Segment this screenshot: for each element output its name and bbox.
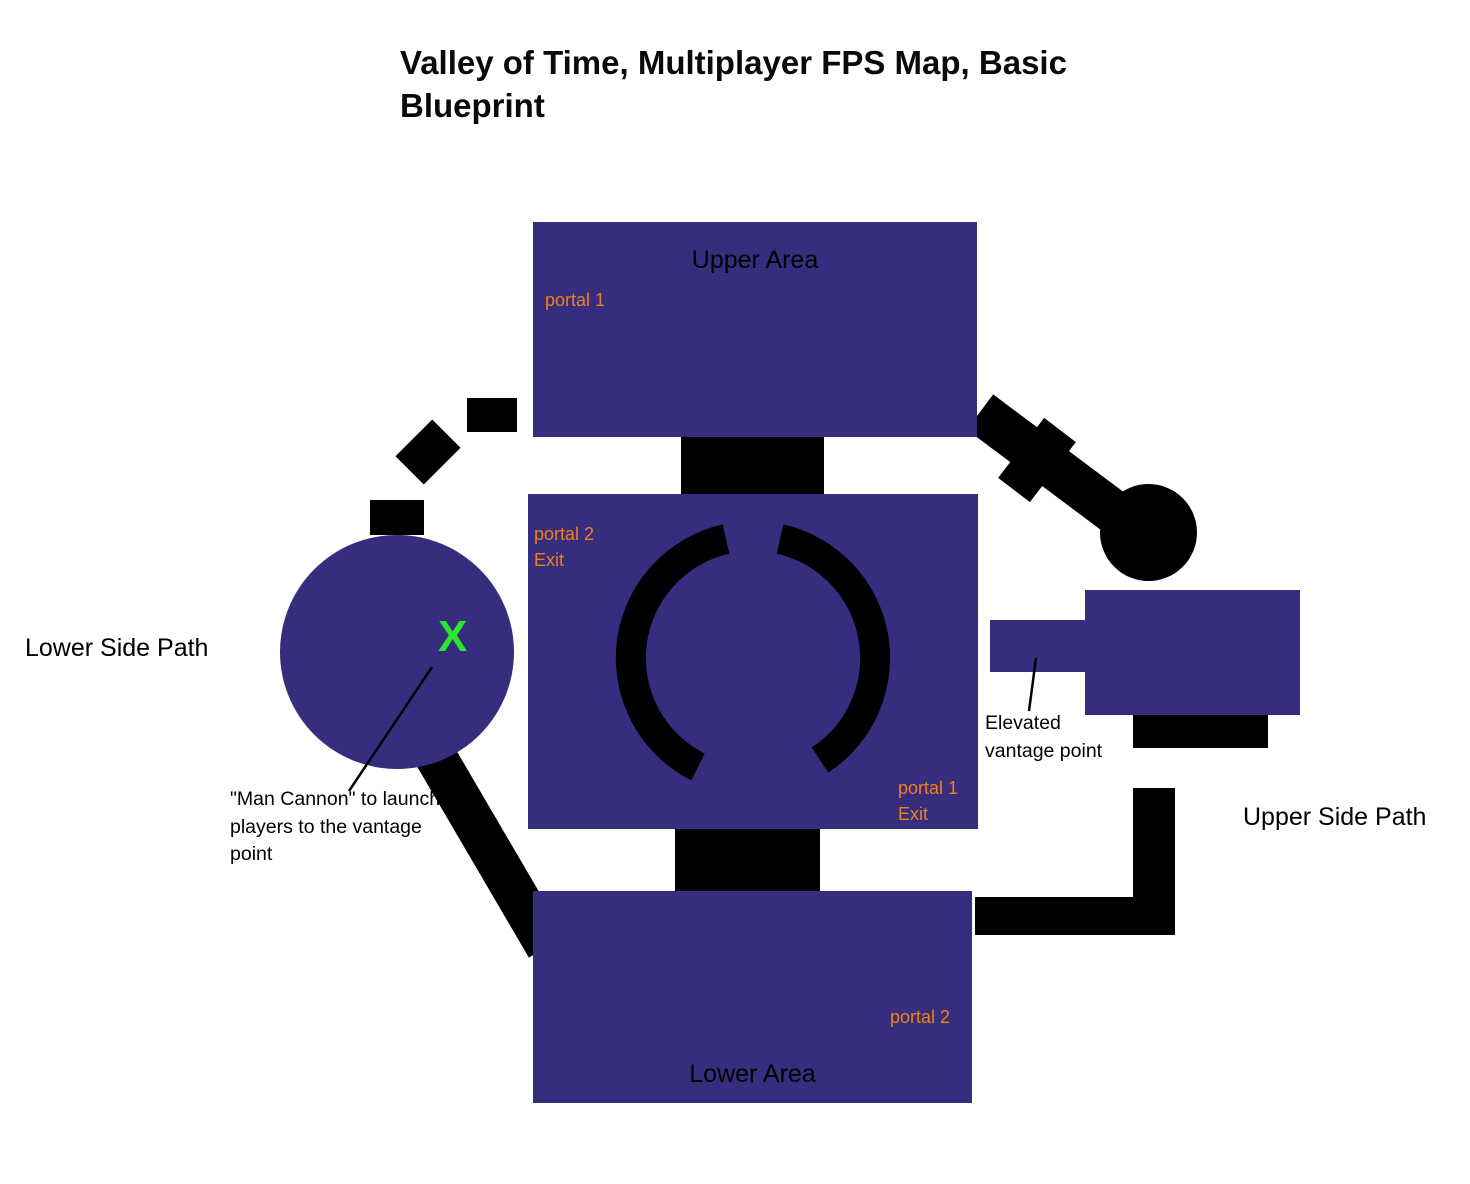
man-cannon-marker: X bbox=[438, 612, 468, 661]
lower-area-label: Lower Area bbox=[689, 1060, 816, 1088]
central-area-room bbox=[528, 494, 978, 829]
central-portal1-block: portal 1 Exit bbox=[898, 775, 958, 827]
elevated-vantage-annotation: Elevated vantage point bbox=[985, 712, 1103, 762]
upper-area-room bbox=[533, 222, 977, 437]
central-portal1-exit-label: Exit bbox=[898, 804, 929, 825]
central-portal2-block: portal 2 Exit bbox=[534, 521, 594, 573]
upper-area-label: Upper Area bbox=[691, 246, 819, 274]
lower-side-path-dash-3 bbox=[370, 500, 424, 535]
lower-area-room bbox=[533, 891, 972, 1103]
upper-side-path-label: Upper Side Path bbox=[1243, 803, 1427, 831]
lower-area-portal2-label: portal 2 bbox=[890, 1007, 951, 1027]
central-portal2-label: portal 2 bbox=[534, 524, 595, 544]
path-junction-circle bbox=[1100, 484, 1197, 581]
central-portal2-exit-label: Exit bbox=[534, 550, 565, 571]
corridor-central-to-lower bbox=[675, 829, 820, 893]
page-title: Valley of Time, Multiplayer FPS Map, Bas… bbox=[400, 44, 1067, 124]
man-cannon-annotation: "Man Cannon" to launch players to the va… bbox=[230, 788, 441, 866]
upper-area-portal1-label: portal 1 bbox=[545, 290, 606, 310]
vantage-point-platform bbox=[1085, 590, 1300, 715]
upper-side-path-dash bbox=[1133, 788, 1175, 845]
lower-side-path-dash-2 bbox=[395, 419, 461, 485]
upper-side-path-segment-1 bbox=[1133, 712, 1268, 748]
lower-side-path-label: Lower Side Path bbox=[25, 634, 209, 662]
corridor-upper-to-central bbox=[681, 437, 824, 497]
upper-side-path-segment-3 bbox=[975, 897, 1175, 935]
vantage-point-platform-notch bbox=[990, 620, 1090, 672]
lower-side-path-circle bbox=[280, 535, 514, 769]
central-portal1-label: portal 1 bbox=[898, 778, 959, 798]
upper-side-path-cross-dash bbox=[998, 417, 1076, 503]
lower-side-path-dash-1 bbox=[467, 398, 517, 432]
